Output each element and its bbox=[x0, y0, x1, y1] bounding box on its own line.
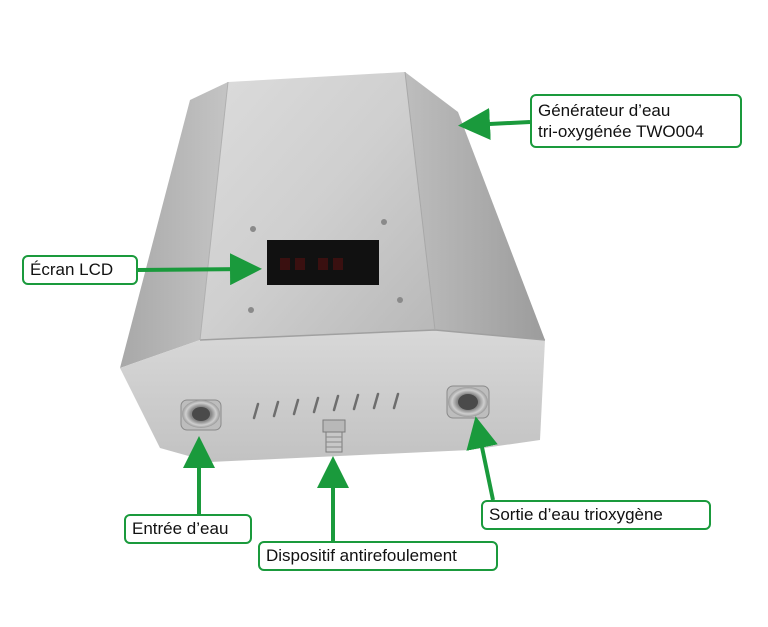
lcd-dim-digits bbox=[280, 258, 343, 270]
callout-generator-line1: Générateur d’eau bbox=[538, 101, 671, 120]
callout-backflow: Dispositif antirefoulement bbox=[258, 541, 498, 571]
water-inlet-port bbox=[180, 399, 222, 431]
arrow-outlet bbox=[466, 416, 498, 501]
vent-slots bbox=[252, 392, 400, 420]
callout-generator: Générateur d’eau tri-oxygénée TWO004 bbox=[530, 94, 742, 148]
arrow-generator bbox=[458, 108, 531, 140]
generator-device bbox=[120, 71, 546, 462]
device-left-bevel bbox=[120, 82, 228, 368]
callout-outlet-label: Sortie d’eau trioxygène bbox=[489, 505, 663, 524]
callout-lcd-label: Écran LCD bbox=[30, 260, 114, 279]
screw-icon bbox=[248, 307, 254, 313]
arrow-lcd bbox=[137, 253, 262, 286]
callout-outlet: Sortie d’eau trioxygène bbox=[481, 500, 711, 530]
callout-inlet-label: Entrée d’eau bbox=[132, 519, 229, 538]
device-front-panel bbox=[120, 330, 545, 462]
callout-backflow-label: Dispositif antirefoulement bbox=[266, 546, 457, 565]
screw-icon bbox=[381, 219, 387, 225]
screw-icon bbox=[397, 297, 403, 303]
callout-inlet: Entrée d’eau bbox=[124, 514, 252, 544]
callout-arrows bbox=[137, 108, 531, 541]
screw-icon bbox=[250, 226, 256, 232]
callout-generator-line2: tri-oxygénée TWO004 bbox=[538, 122, 704, 141]
callout-lcd: Écran LCD bbox=[22, 255, 138, 285]
backflow-valve bbox=[322, 419, 346, 453]
device-right-bevel bbox=[405, 72, 545, 340]
water-outlet-port bbox=[446, 385, 490, 419]
